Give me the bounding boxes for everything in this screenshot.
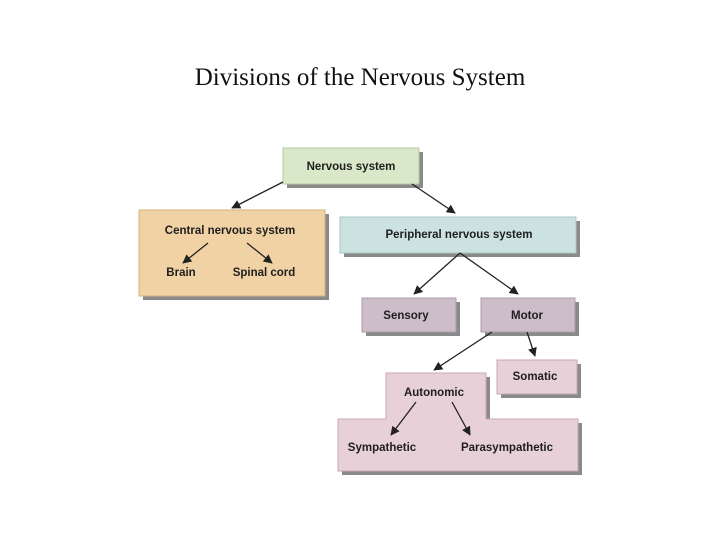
sensory-node: Sensory xyxy=(361,297,460,336)
arrow-nervous-to-central xyxy=(231,181,284,209)
nervous-system-label: Nervous system xyxy=(307,161,396,173)
somatic-label: Somatic xyxy=(513,371,558,383)
central-box xyxy=(138,209,326,297)
parasympathetic-label: Parasympathetic xyxy=(461,442,554,454)
nervous-system-box xyxy=(282,147,420,185)
arrow-motor-to-autonomic xyxy=(433,331,493,371)
arrow-nervous-to-peripheral xyxy=(411,183,456,214)
arrow-peripheral-to-sensory xyxy=(413,252,461,295)
motor-label: Motor xyxy=(511,310,543,322)
peripheral-box xyxy=(339,216,577,254)
spinal-cord-label: Spinal cord xyxy=(233,267,296,279)
arrow-central-to-brain xyxy=(182,242,209,264)
nervous-system-node: Nervous system xyxy=(282,147,423,188)
arrow-autonomic-to-sympathetic xyxy=(390,401,417,436)
motor-node: Motor xyxy=(480,297,579,336)
central-nervous-system-label: Central nervous system xyxy=(165,225,295,237)
motor-box xyxy=(480,297,576,333)
somatic-node: Somatic xyxy=(496,359,581,398)
brain-label: Brain xyxy=(166,267,195,279)
arrow-motor-to-somatic xyxy=(526,331,537,357)
arrow-peripheral-to-motor xyxy=(459,252,519,295)
central-nervous-system-node: Central nervous system Brain Spinal cord xyxy=(138,209,329,300)
peripheral-nervous-system-node: Peripheral nervous system xyxy=(339,216,580,257)
autonomic-label: Autonomic xyxy=(404,387,465,399)
arrow-autonomic-to-parasympathetic xyxy=(451,401,471,436)
arrow-central-to-spinal-cord xyxy=(246,242,273,264)
autonomic-group-node: Autonomic Sympathetic Parasympathetic xyxy=(337,372,582,475)
sympathetic-label: Sympathetic xyxy=(348,442,417,454)
sensory-box xyxy=(361,297,457,333)
sensory-label: Sensory xyxy=(383,310,429,322)
peripheral-nervous-system-label: Peripheral nervous system xyxy=(385,229,532,241)
autonomic-group-box xyxy=(337,372,579,472)
slide-title: Divisions of the Nervous System xyxy=(194,64,526,91)
somatic-box xyxy=(496,359,578,395)
connector-arrows xyxy=(182,181,537,436)
